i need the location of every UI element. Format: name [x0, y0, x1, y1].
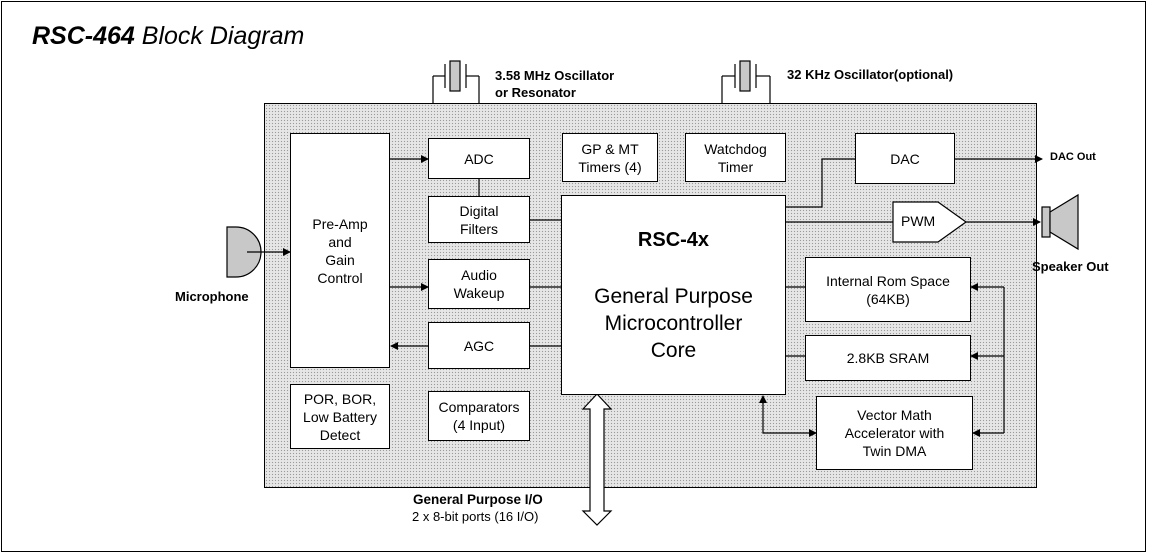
osc-secondary-label: 32 KHz Oscillator(optional) — [787, 67, 954, 82]
core-body: General Purpose Microcontroller Core — [594, 284, 753, 362]
speaker-out-label: Speaker Out — [1032, 259, 1109, 274]
speaker-icon — [1041, 193, 1079, 251]
title-part-number: RSC-464 — [32, 22, 135, 50]
microphone-icon — [226, 226, 262, 278]
osc-main-label: 3.58 MHz Oscillator or Resonator — [495, 67, 614, 101]
comparators-block: Comparators (4 Input) — [428, 391, 530, 441]
gpio-bus-arrow — [581, 393, 613, 526]
watchdog-block: Watchdog Timer — [685, 133, 786, 182]
vector-math-block: Vector Math Accelerator with Twin DMA — [816, 396, 973, 470]
digital-filters-block: Digital Filters — [428, 196, 530, 243]
title-text: Block Diagram — [141, 22, 305, 50]
gpio-detail: 2 x 8-bit ports (16 I/O) — [412, 509, 539, 524]
crystal-secondary-icon — [721, 60, 771, 103]
rom-block: Internal Rom Space (64KB) — [805, 257, 971, 322]
gpio-title: General Purpose I/O — [413, 492, 543, 507]
agc-block: AGC — [428, 322, 530, 369]
adc-block: ADC — [428, 138, 530, 179]
preamp-block: Pre-Amp and Gain Control — [290, 133, 390, 368]
pwm-label: PWM — [901, 213, 936, 229]
osc-main-line2: or Resonator — [495, 85, 576, 100]
osc-main-line1: 3.58 MHz Oscillator — [495, 68, 615, 83]
core-block: RSC-4x General Purpose Microcontroller C… — [561, 195, 786, 395]
timers-block: GP & MT Timers (4) — [562, 133, 658, 182]
crystal-main-icon — [432, 60, 480, 103]
sram-block: 2.8KB SRAM — [805, 335, 971, 381]
microphone-label: Microphone — [175, 289, 249, 304]
por-bor-block: POR, BOR, Low Battery Detect — [290, 384, 390, 449]
audio-wakeup-block: Audio Wakeup — [428, 259, 530, 309]
diagram-title: RSC-464 Block Diagram — [32, 22, 304, 51]
dac-block: DAC — [855, 133, 955, 184]
core-title: RSC-4x — [637, 228, 710, 251]
dac-out-label: DAC Out — [1050, 151, 1096, 163]
